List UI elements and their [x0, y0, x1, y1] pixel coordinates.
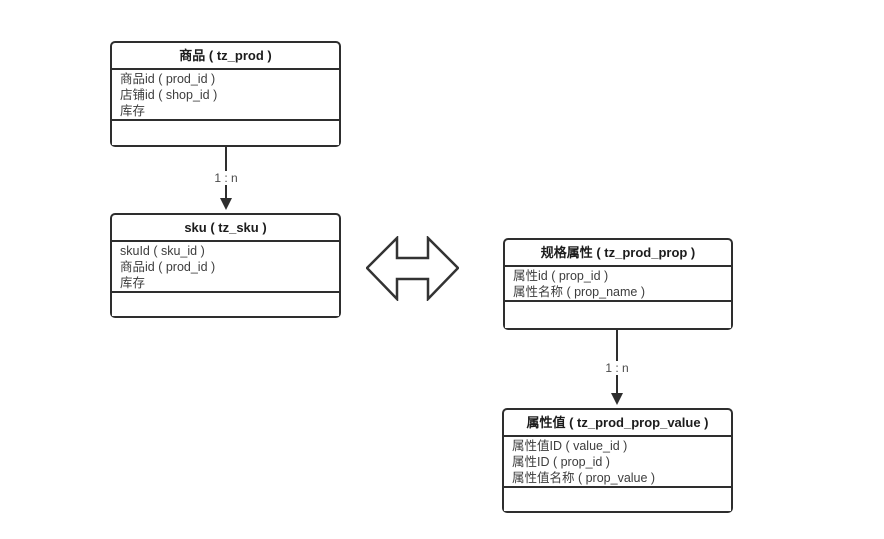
entity-sku-fields: skuId ( sku_id ) 商品id ( prod_id ) 库存	[112, 242, 339, 293]
entity-footer	[505, 302, 731, 328]
entity-field: 属性id ( prop_id )	[513, 269, 609, 283]
entity-footer	[112, 293, 339, 316]
double-arrow-icon	[366, 236, 459, 301]
entity-field: skuId ( sku_id )	[120, 244, 205, 258]
entity-field: 属性名称 ( prop_name )	[513, 285, 645, 299]
entity-field: 商品id ( prod_id )	[120, 260, 216, 274]
relation-label: 1 : n	[589, 361, 645, 375]
entity-prod-prop-value-fields: 属性值ID ( value_id ) 属性ID ( prop_id ) 属性值名…	[504, 437, 731, 488]
entity-sku-table[interactable]: sku ( tz_sku ) skuId ( sku_id ) 商品id ( p…	[110, 213, 341, 318]
entity-prod-prop-value-table[interactable]: 属性值 ( tz_prod_prop_value ) 属性值ID ( value…	[502, 408, 733, 513]
relation-label: 1 : n	[198, 171, 254, 185]
entity-field: 店铺id ( shop_id )	[120, 88, 218, 102]
entity-prod-prop-value-title: 属性值 ( tz_prod_prop_value )	[504, 410, 731, 437]
entity-footer	[504, 488, 731, 511]
entity-field: 属性ID ( prop_id )	[512, 455, 610, 469]
entity-sku-title: sku ( tz_sku )	[112, 215, 339, 242]
entity-prod-prop-table[interactable]: 规格属性 ( tz_prod_prop ) 属性id ( prop_id ) 属…	[503, 238, 733, 330]
entity-field: 库存	[120, 104, 146, 118]
entity-prod-title: 商品 ( tz_prod )	[112, 43, 339, 70]
entity-prod-table[interactable]: 商品 ( tz_prod ) 商品id ( prod_id ) 店铺id ( s…	[110, 41, 341, 147]
entity-field: 属性值名称 ( prop_value )	[512, 471, 656, 485]
entity-field: 库存	[120, 276, 146, 290]
entity-prod-prop-fields: 属性id ( prop_id ) 属性名称 ( prop_name )	[505, 267, 731, 302]
entity-prod-fields: 商品id ( prod_id ) 店铺id ( shop_id ) 库存	[112, 70, 339, 121]
entity-prod-prop-title: 规格属性 ( tz_prod_prop )	[505, 240, 731, 267]
entity-field: 商品id ( prod_id )	[120, 72, 216, 86]
entity-field: 属性值ID ( value_id )	[512, 439, 628, 453]
entity-footer	[112, 121, 339, 145]
